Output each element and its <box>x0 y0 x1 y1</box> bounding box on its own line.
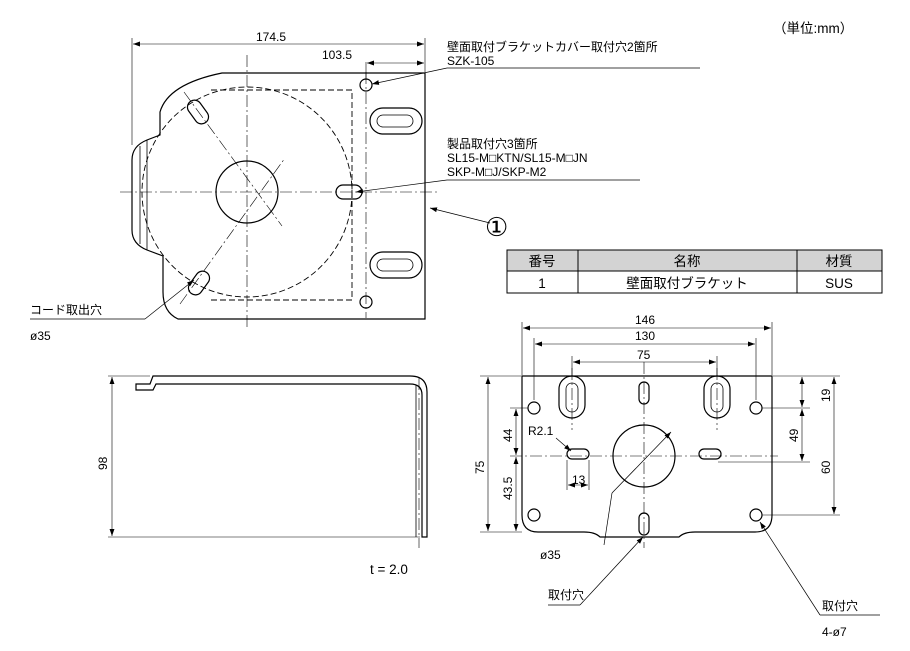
table-cell-name: 壁面取付ブラケット <box>626 275 748 291</box>
plate-mount-hole <box>527 508 541 522</box>
plate-dim-43-5: 43.5 <box>501 476 515 500</box>
plate-dim-19: 19 <box>819 388 833 402</box>
plate-mount-hole <box>527 401 541 415</box>
plate-small-slot <box>698 448 722 460</box>
plate-dim-60: 60 <box>819 460 833 474</box>
wall-slot <box>369 107 423 135</box>
callout-product-models-1: SL15-M□KTN/SL15-M□JN <box>447 151 588 165</box>
plate-dim-r2-1: R2.1 <box>528 424 554 438</box>
plate-cord-hole-diameter: ø35 <box>540 548 561 562</box>
plate-dim-130: 130 <box>635 329 655 343</box>
parts-table: 番号 名称 材質 1 壁面取付ブラケット SUS <box>506 249 883 294</box>
product-hole <box>186 99 210 125</box>
plate-dimensions: 146 130 75 19 49 60 75 44 43.5 R2.1 13 ø… <box>473 313 880 639</box>
wall-slot <box>369 251 423 279</box>
table-header-number: 番号 <box>529 254 556 269</box>
table-cell-number: 1 <box>538 276 546 291</box>
side-dim-98: 98 <box>96 456 110 470</box>
dim-103-5: 103.5 <box>322 48 352 62</box>
cord-hole-diameter: ø35 <box>30 329 51 343</box>
plate-dim-49: 49 <box>787 428 801 442</box>
side-view: 98 t = 2.0 <box>96 375 428 577</box>
plate-dim-75-horizontal: 75 <box>637 348 651 362</box>
part-marker: ① <box>485 212 508 242</box>
unit-note: （単位:mm） <box>773 21 853 36</box>
plate-dim-13: 13 <box>572 473 586 487</box>
table-header-name: 名称 <box>674 254 701 269</box>
mount-hole-spec: 4-ø7 <box>822 625 847 639</box>
product-hole <box>187 270 211 296</box>
plate-small-slot <box>566 448 590 460</box>
table-header-material: 材質 <box>826 254 853 269</box>
top-view <box>120 55 440 330</box>
table-cell-material: SUS <box>825 276 853 291</box>
dim-174-5: 174.5 <box>256 30 286 44</box>
callout-cover-model: SZK-105 <box>447 54 495 68</box>
bracket-inner-dashed <box>210 89 353 301</box>
plate-mount-hole <box>749 508 763 522</box>
plate-dim-146: 146 <box>635 313 655 327</box>
callout-product-holes: 製品取付穴3箇所 <box>447 136 538 151</box>
plate-dim-75-vertical: 75 <box>473 460 487 474</box>
plate-mount-hole <box>749 401 763 415</box>
callouts-top: 壁面取付ブラケットカバー取付穴2箇所 SZK-105 製品取付穴3箇所 SL15… <box>30 39 700 343</box>
callout-cover-holes: 壁面取付ブラケットカバー取付穴2箇所 <box>447 39 658 54</box>
plate-dim-44: 44 <box>501 428 515 442</box>
label-mount-hole-2: 取付穴 <box>822 598 858 613</box>
bracket-outline <box>131 72 426 320</box>
callout-cord-hole: コード取出穴 <box>30 302 102 317</box>
thickness-label: t = 2.0 <box>370 562 408 577</box>
plate-outline <box>521 375 773 538</box>
side-profile <box>135 375 428 538</box>
label-mount-hole: 取付穴 <box>548 587 584 602</box>
top-dimensions: 174.5 103.5 <box>131 30 426 145</box>
callout-product-models-2: SKP-M□J/SKP-M2 <box>447 165 547 179</box>
plate-view <box>510 362 778 548</box>
